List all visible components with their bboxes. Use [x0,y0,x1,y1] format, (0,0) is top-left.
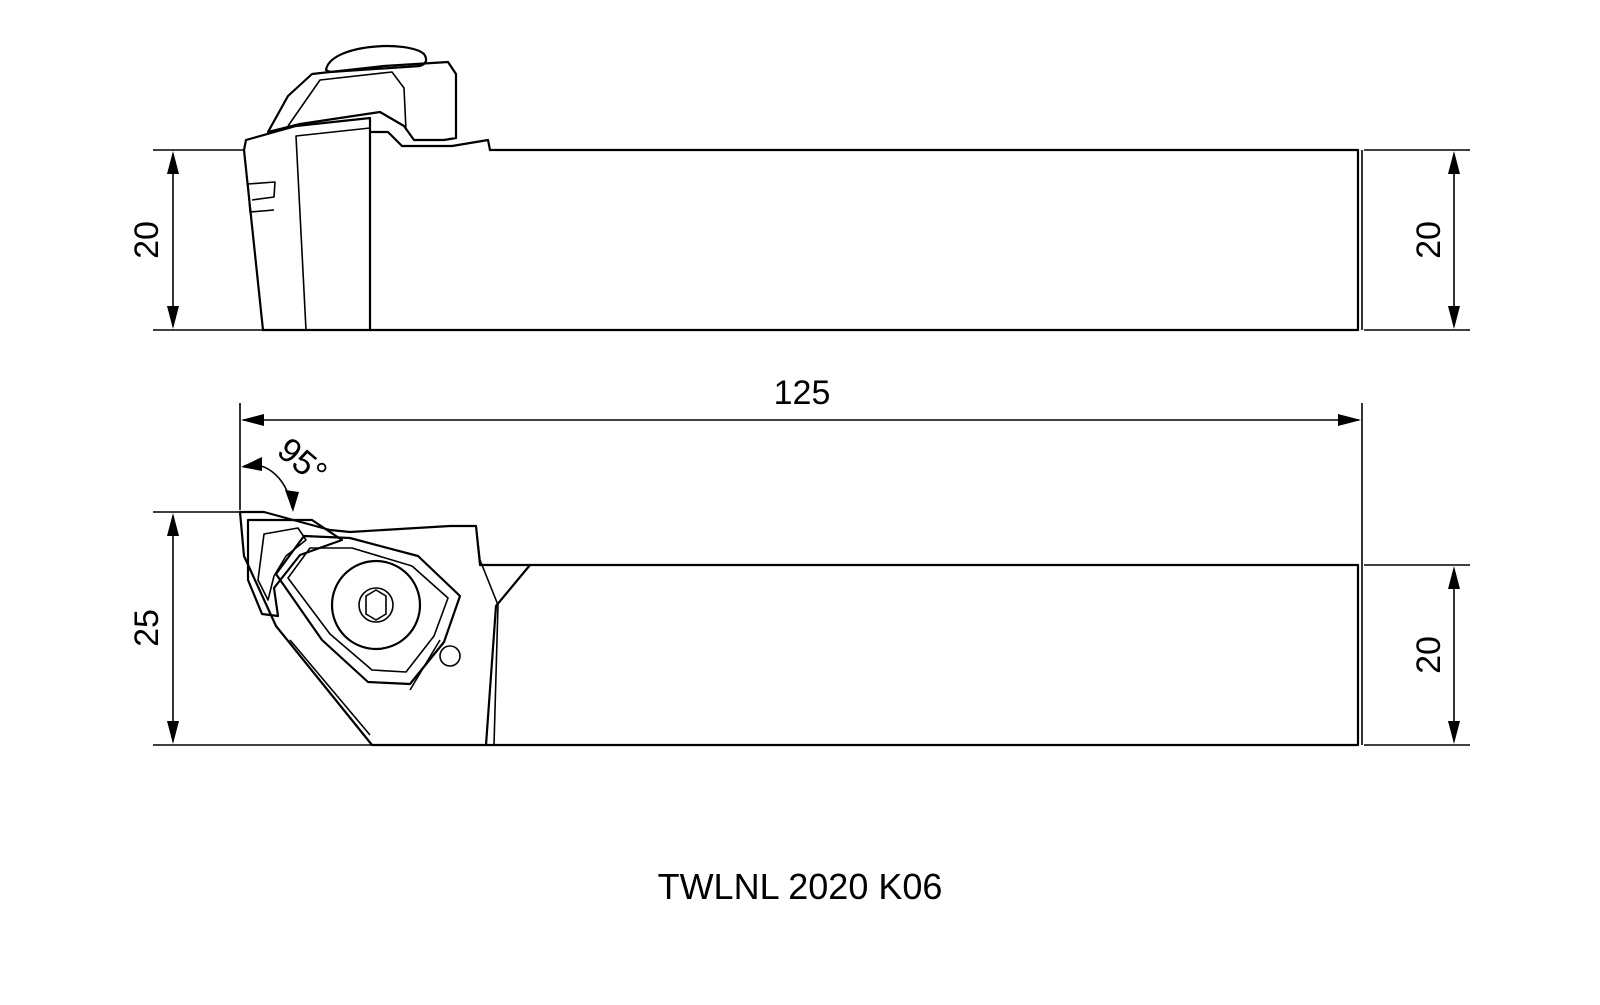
side-view-left-arrow-top [167,151,179,174]
side-view-head-block [368,130,492,332]
length-arrow-left [241,414,264,426]
top-view-clamp-inner [287,547,449,673]
side-view-right-arrow-top [1448,151,1460,174]
side-view-clamp-screw-head [324,45,428,74]
drawing-title: TWLNL 2020 K06 [657,866,943,907]
top-view-head-inner [475,525,499,746]
top-view-clamp-pin [439,645,461,667]
top-view-head-width-label: 25 [128,609,166,647]
top-view-screw-bore [358,587,394,623]
side-view-height-right-label: 20 [1410,221,1448,259]
side-view-clamp-inner [287,71,407,131]
angle-arrow-right [285,490,299,512]
side-view-left-arrow-bottom [167,306,179,329]
overall-length-label: 125 [774,374,831,412]
top-view-screw-head [330,559,422,651]
side-view-insert-step [247,181,276,213]
top-view-left-arrow-top [167,513,179,536]
length-arrow-right [1338,414,1361,426]
top-view-shank-width-label: 20 [1410,636,1448,674]
top-view: 125 95° 25 [128,374,1470,747]
side-view-clamp [266,60,458,142]
side-view: 20 20 [128,45,1470,332]
top-view-clamp-plate [274,534,462,686]
top-view-right-arrow-top [1448,566,1460,589]
angle-arrow-left [241,457,262,471]
side-view-front-face [242,116,372,332]
side-view-shank [261,148,1360,332]
side-view-height-left-label: 20 [128,221,166,259]
top-view-shank [484,563,1360,747]
top-view-holder-wedge [289,639,441,736]
side-view-front-inner [295,127,371,331]
top-view-hex-socket [365,589,387,621]
top-view-head-outline [238,510,532,747]
top-view-left-arrow-bottom [167,721,179,744]
lead-angle-label: 95° [270,430,334,492]
side-view-right-arrow-bottom [1448,306,1460,329]
top-view-insert-inner [257,527,307,601]
top-view-right-arrow-bottom [1448,721,1460,744]
top-view-insert [246,518,344,618]
